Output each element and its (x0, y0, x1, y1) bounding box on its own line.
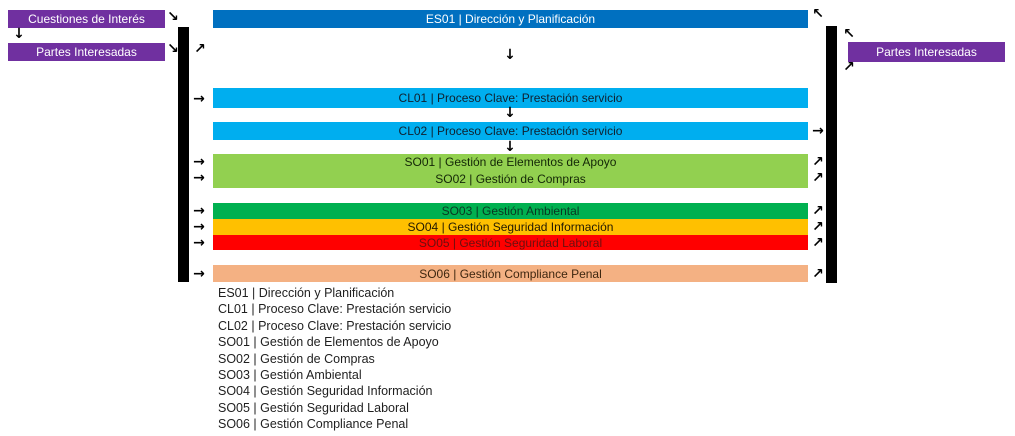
process-bar-cl02: CL02 | Proceso Clave: Prestación servici… (213, 122, 808, 140)
process-bar-so04: SO04 | Gestión Seguridad Información (213, 219, 808, 235)
arrow-down-icon: ↓ (13, 26, 25, 42)
arrow-right-icon: → (193, 91, 205, 107)
process-legend: ES01 | Dirección y Planificación CL01 | … (218, 285, 451, 433)
arrow-up-left-icon: ↖ (812, 6, 824, 22)
legend-item: SO01 | Gestión de Elementos de Apoyo (218, 335, 439, 350)
legend-item: ES01 | Dirección y Planificación (218, 286, 395, 300)
support-block-so01-so02: SO01 | Gestión de Elementos de Apoyo SO0… (213, 154, 808, 188)
arrow-up-right-icon: ↗ (194, 41, 206, 57)
input-barrier-left (178, 27, 189, 282)
legend-item: SO03 | Gestión Ambiental (218, 368, 362, 383)
support-block-line-so02: SO02 | Gestión de Compras (435, 172, 586, 186)
external-box-cuestiones-interes: Cuestiones de Interés (8, 10, 165, 28)
process-bar-es01: ES01 | Dirección y Planificación (213, 10, 808, 28)
arrow-right-icon: → (193, 154, 205, 170)
arrow-up-right-icon: ↗ (812, 154, 824, 170)
legend-item: SO02 | Gestión de Compras (218, 351, 375, 366)
process-bar-so06: SO06 | Gestión Compliance Penal (213, 265, 808, 282)
arrow-up-right-icon: ↗ (812, 203, 824, 219)
legend-item: SO04 | Gestión Seguridad Información (218, 384, 433, 399)
arrow-up-left-icon: ↖ (843, 26, 855, 42)
process-bar-so03: SO03 | Gestión Ambiental (213, 203, 808, 219)
input-barrier-right (826, 26, 837, 283)
arrow-right-icon: → (812, 123, 824, 139)
arrow-up-right-icon: ↗ (843, 59, 855, 75)
legend-item: CL02 | Proceso Clave: Prestación servici… (218, 318, 452, 333)
arrow-down-icon: ↓ (504, 47, 516, 63)
process-bar-cl01: CL01 | Proceso Clave: Prestación servici… (213, 88, 808, 108)
external-box-partes-interesadas-left: Partes Interesadas (8, 43, 165, 61)
external-box-partes-interesadas-right: Partes Interesadas (848, 42, 1005, 62)
arrow-right-icon: → (193, 219, 205, 235)
arrow-right-icon: → (193, 170, 205, 186)
arrow-down-right-icon: ↘ (167, 9, 179, 25)
support-block-line-so01: SO01 | Gestión de Elementos de Apoyo (404, 155, 617, 169)
arrow-up-right-icon: ↗ (812, 266, 824, 282)
arrow-down-icon: ↓ (504, 105, 516, 121)
arrow-right-icon: → (193, 203, 205, 219)
arrow-up-right-icon: ↗ (812, 219, 824, 235)
legend-item: CL01 | Proceso Clave: Prestación servici… (218, 302, 452, 317)
arrow-right-icon: → (193, 266, 205, 282)
arrow-up-right-icon: ↗ (812, 170, 824, 186)
arrow-down-right-icon: ↘ (167, 41, 179, 57)
arrow-down-icon: ↓ (504, 139, 516, 155)
process-bar-so05: SO05 | Gestión Seguridad Laboral (213, 235, 808, 250)
legend-item: SO06 | Gestión Compliance Penal (218, 417, 409, 432)
arrow-up-right-icon: ↗ (812, 235, 824, 251)
legend-item: SO05 | Gestión Seguridad Laboral (218, 400, 409, 415)
arrow-right-icon: → (193, 235, 205, 251)
